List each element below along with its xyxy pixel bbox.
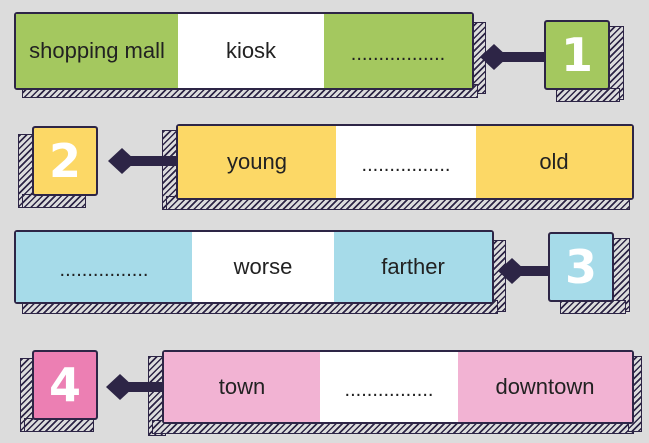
word-cell: downtown: [458, 352, 632, 422]
arrow-connector: [108, 148, 176, 174]
number-badge-1: 1: [544, 20, 610, 90]
arrow-connector: [480, 44, 544, 70]
word-cell: worse: [192, 232, 334, 302]
word-bar-3: ................ worse farther: [14, 230, 494, 304]
blank-cell[interactable]: .................: [324, 14, 472, 88]
word-cell: shopping mall: [16, 14, 178, 88]
word-cell: town: [164, 352, 320, 422]
word-cell: old: [476, 126, 632, 198]
number-badge-2: 2: [32, 126, 98, 196]
blank-cell[interactable]: ................: [336, 126, 476, 198]
numbox-shadow: [560, 300, 626, 314]
arrow-connector: [498, 258, 550, 284]
number-badge-3: 3: [548, 232, 614, 302]
word-cell: farther: [334, 232, 492, 302]
numbox-shadow: [24, 418, 94, 432]
blank-cell[interactable]: ................: [320, 352, 458, 422]
arrow-connector: [106, 374, 164, 400]
numbox-shadow: [22, 194, 86, 208]
number-badge-4: 4: [32, 350, 98, 420]
word-bar-4: town ................ downtown: [162, 350, 634, 424]
word-cell: kiosk: [178, 14, 324, 88]
word-bar-2: young ................ old: [176, 124, 634, 200]
word-bar-1: shopping mall kiosk .................: [14, 12, 474, 90]
numbox-shadow: [556, 88, 620, 102]
word-cell: young: [178, 126, 336, 198]
blank-cell[interactable]: ................: [16, 232, 192, 302]
